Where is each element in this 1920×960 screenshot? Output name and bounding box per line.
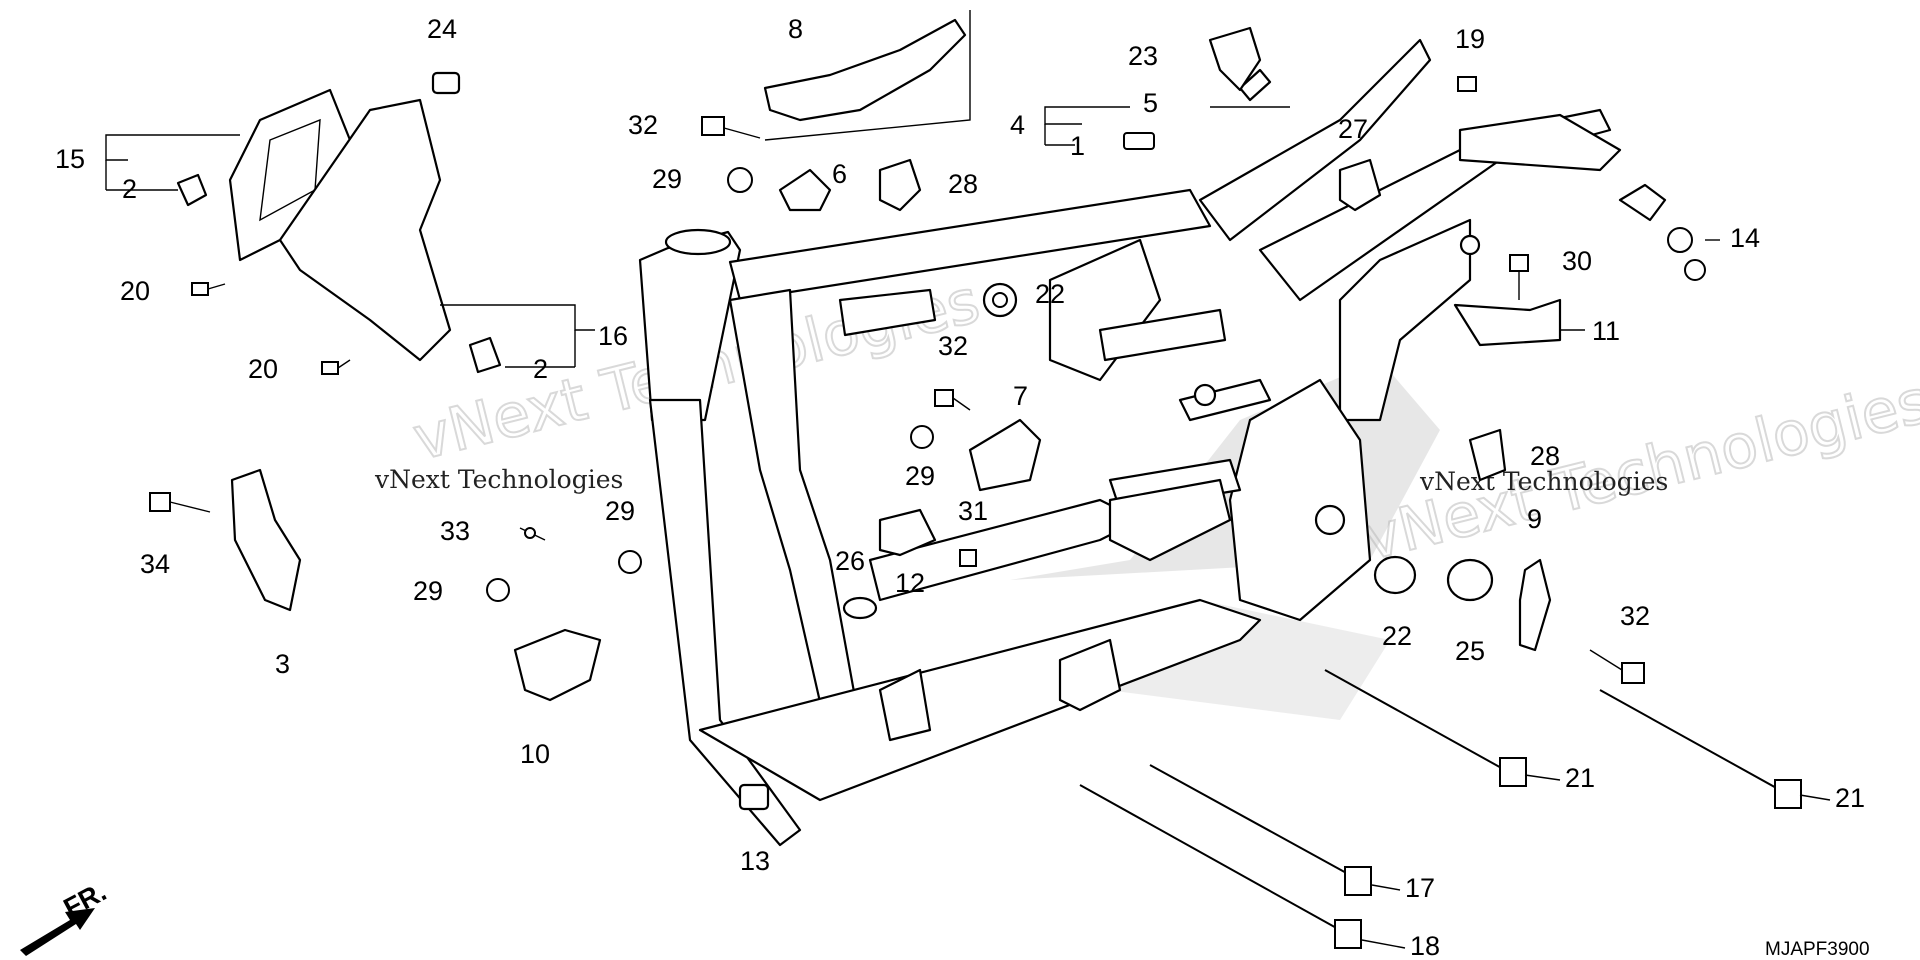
part-bolt-17 <box>1149 764 1372 896</box>
part-bolt-21b <box>1599 689 1802 809</box>
callout-29d: 29 <box>605 496 635 526</box>
part-clamp-28a <box>878 158 922 212</box>
part-bolt-31 <box>959 549 977 567</box>
part-collar-13 <box>738 783 770 811</box>
callout-21b: 21 <box>1835 783 1865 813</box>
direction-label: FR. <box>59 876 111 923</box>
callout-26: 26 <box>835 546 865 576</box>
part-screw-20a <box>191 282 226 296</box>
part-bracket-12 <box>878 508 937 557</box>
callout-1: 1 <box>1070 131 1085 161</box>
watermark-text-right-b: vNext Technologies <box>1419 467 1668 496</box>
main-frame <box>638 38 1622 847</box>
part-clamp-28b <box>1468 428 1507 482</box>
part-nut-22a <box>982 282 1018 318</box>
callout-4: 4 <box>1010 110 1025 140</box>
callout-17: 17 <box>1405 873 1435 903</box>
part-bolt-30 <box>1509 254 1529 300</box>
part-nut-22b <box>1373 555 1417 595</box>
leader-lines <box>105 106 1831 949</box>
callout-25: 25 <box>1455 636 1485 666</box>
callout-3: 3 <box>275 649 290 679</box>
part-grommet-2a <box>176 173 208 207</box>
callout-9: 9 <box>1527 504 1542 534</box>
callout-28a: 28 <box>948 169 978 199</box>
callout-23: 23 <box>1128 41 1158 71</box>
part-grommet-25 <box>1446 558 1494 602</box>
callout-21a: 21 <box>1565 763 1595 793</box>
part-grommet-2b <box>468 336 502 374</box>
callout-19: 19 <box>1455 24 1485 54</box>
callout-14: 14 <box>1730 223 1760 253</box>
arrow-icon <box>20 908 95 956</box>
callout-27: 27 <box>1338 114 1368 144</box>
part-bracket-8 <box>763 10 971 141</box>
part-bracket-9 <box>1518 558 1552 652</box>
part-nut-29c <box>486 578 510 602</box>
part-nut-29b <box>910 425 934 449</box>
callout-32c: 32 <box>1620 601 1650 631</box>
callout-labels: 24 15 2 20 20 16 2 8 32 29 6 28 23 5 4 1… <box>55 14 1865 960</box>
callout-15: 15 <box>55 144 85 174</box>
callout-6: 6 <box>832 159 847 189</box>
drawing-code: MJAPF3900 <box>1765 939 1870 960</box>
part-cushion-1 <box>1123 132 1155 150</box>
part-lock-14 <box>1618 183 1706 281</box>
callout-11: 11 <box>1592 316 1620 346</box>
part-nut-29a <box>727 167 753 193</box>
part-bolt-18 <box>1079 784 1362 949</box>
callout-20b: 20 <box>248 354 278 384</box>
callout-2b: 2 <box>533 354 548 384</box>
part-bolt-19 <box>1457 76 1477 92</box>
part-bracket-3 <box>230 468 302 612</box>
callout-28b: 28 <box>1530 441 1560 471</box>
part-bolt-32c <box>1589 649 1645 684</box>
part-bolt-21a <box>1324 669 1527 787</box>
part-bolt-33 <box>519 527 546 541</box>
callout-5: 5 <box>1143 88 1158 118</box>
callout-13: 13 <box>740 846 770 876</box>
callout-32b: 32 <box>938 331 968 361</box>
callout-16: 16 <box>598 321 628 351</box>
watermark-text-left-b: vNext Technologies <box>374 465 623 494</box>
part-bolt-32a <box>701 116 761 139</box>
callout-30: 30 <box>1562 246 1592 276</box>
callout-12: 12 <box>895 568 925 598</box>
part-bolt-32b <box>934 389 971 411</box>
part-collar-24 <box>431 71 461 95</box>
part-bracket-7 <box>968 418 1042 492</box>
part-cover-16 <box>278 98 452 362</box>
watermark-right: vNext Technologies vNext Technologies <box>1356 365 1920 575</box>
part-bracket-6 <box>778 168 832 212</box>
callout-34: 34 <box>140 549 170 579</box>
callout-29c: 29 <box>413 576 443 606</box>
callout-7: 7 <box>1013 381 1028 411</box>
part-nut-29d <box>618 550 642 574</box>
callout-20a: 20 <box>120 276 150 306</box>
part-bolt-34 <box>149 492 211 513</box>
callout-10: 10 <box>520 739 550 769</box>
part-clip-27 <box>1338 158 1382 212</box>
callout-24: 24 <box>427 14 457 44</box>
part-clip-26 <box>842 596 878 620</box>
part-screw-20b <box>321 359 351 375</box>
callout-18: 18 <box>1410 931 1440 960</box>
callout-22b: 22 <box>1382 621 1412 651</box>
part-bracket-11 <box>1453 298 1562 347</box>
callout-33: 33 <box>440 516 470 546</box>
part-clamp-23 <box>1208 26 1262 92</box>
front-direction-arrow: FR. <box>20 876 111 956</box>
part-bracket-10 <box>513 628 602 702</box>
callout-22a: 22 <box>1035 279 1065 309</box>
callout-29b: 29 <box>905 461 935 491</box>
callout-31: 31 <box>958 496 988 526</box>
callout-2a: 2 <box>122 174 137 204</box>
callout-32a: 32 <box>628 110 658 140</box>
callout-8: 8 <box>788 14 803 44</box>
callout-29a: 29 <box>652 164 682 194</box>
